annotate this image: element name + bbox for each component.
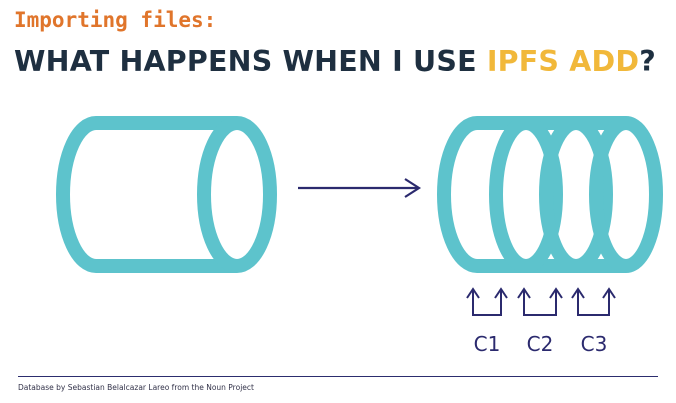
- title-end-text: ?: [639, 45, 656, 78]
- footer-divider: [18, 376, 658, 377]
- chunk-label-c1: C1: [474, 332, 501, 356]
- chunk-brackets: [466, 287, 616, 316]
- chunk-label-c3: C3: [581, 332, 608, 356]
- chunk-label-c2: C2: [527, 332, 554, 356]
- chunk-bracket-c2: [517, 287, 563, 316]
- chunk-bracket-c3: [571, 287, 616, 316]
- database-chunked-cylinder-icon: [437, 116, 663, 273]
- attribution-credit: Database by Sebastian Belalcazar Lareo f…: [18, 383, 254, 392]
- title-accent-text: IPFS ADD: [486, 45, 640, 78]
- slide-title: WHAT HAPPENS WHEN I USE IPFS ADD?: [14, 45, 656, 78]
- right-arrow-icon: [298, 178, 422, 198]
- chunk-bracket-c1: [466, 287, 508, 316]
- title-main-text: WHAT HAPPENS WHEN I USE: [14, 45, 487, 78]
- slide-subtitle: Importing files:: [14, 8, 217, 32]
- database-cylinder-icon: [56, 116, 277, 273]
